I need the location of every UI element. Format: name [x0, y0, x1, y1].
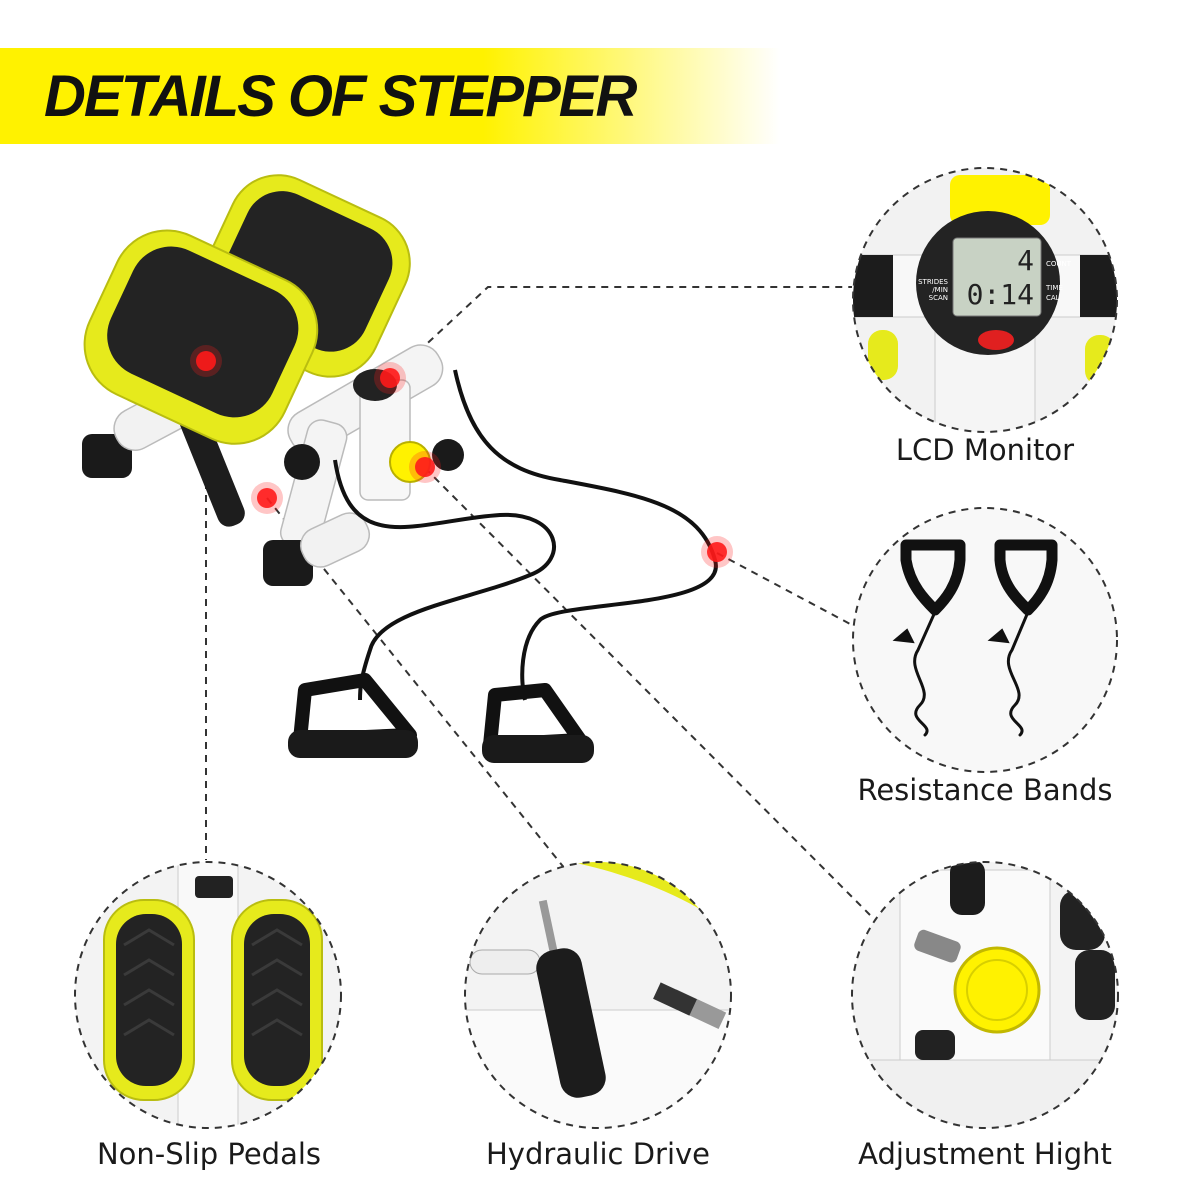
feature-label-lcd-monitor: LCD Monitor	[895, 433, 1075, 467]
detail-lcd-monitor: 4 0:14 COUNT TIME CAL STRIDES /MIN SCAN	[852, 167, 1118, 433]
hotspot-bands	[707, 542, 727, 562]
connector-adjustment	[424, 467, 871, 916]
svg-text:STRIDES: STRIDES	[918, 278, 948, 286]
hotspot-pedals	[196, 351, 216, 371]
handle-right	[482, 683, 594, 763]
page-title: DETAILS OF STEPPER	[44, 64, 637, 129]
stepper-main	[82, 174, 718, 763]
handle-left	[288, 673, 418, 758]
detail-adjustment-height	[851, 861, 1119, 1129]
svg-text:CAL: CAL	[1046, 294, 1060, 302]
hotspot-markers	[190, 345, 733, 568]
svg-text:SCAN: SCAN	[929, 294, 948, 302]
connector-lines	[205, 286, 871, 916]
connector-bands	[716, 552, 853, 626]
lcd-time-value: 0:14	[967, 278, 1034, 311]
svg-text:/MIN: /MIN	[932, 286, 948, 294]
detail-non-slip-pedals	[74, 861, 342, 1129]
hotspot-adjustment	[415, 457, 435, 477]
detail-resistance-bands	[852, 507, 1118, 773]
hotspot-hydraulic	[257, 488, 277, 508]
feature-label-resistance-bands: Resistance Bands	[857, 773, 1113, 807]
svg-text:COUNT: COUNT	[1046, 260, 1072, 268]
lcd-count-value: 4	[1017, 244, 1034, 277]
connector-hydraulic	[266, 497, 591, 901]
detail-hydraulic-drive	[464, 861, 732, 1129]
svg-text:TIME: TIME	[1045, 284, 1063, 292]
connector-lcd	[389, 286, 852, 379]
feature-label-adjustment-hight: Adjustment Hight	[858, 1137, 1112, 1171]
hotspot-lcd	[380, 368, 400, 388]
title-banner	[0, 48, 780, 144]
feature-label-hydraulic-drive: Hydraulic Drive	[485, 1137, 711, 1171]
feature-label-non-slip-pedals: Non-Slip Pedals	[96, 1137, 322, 1171]
